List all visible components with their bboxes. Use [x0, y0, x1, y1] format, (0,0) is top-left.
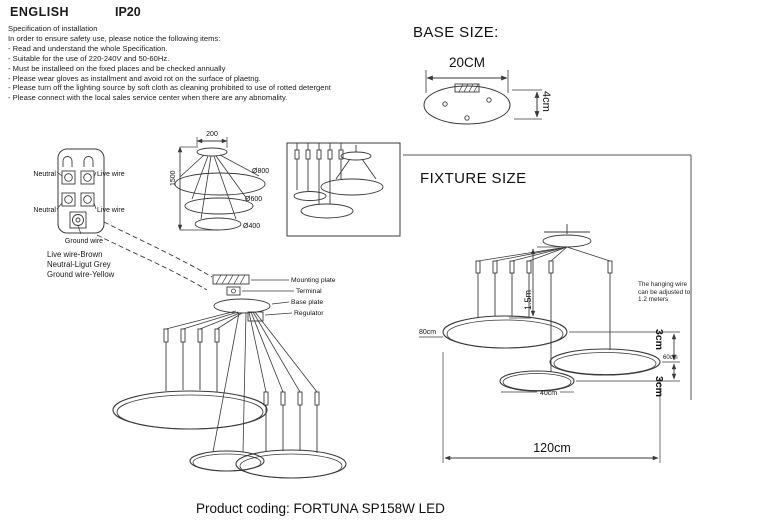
fixture-drawing-left: [112, 310, 347, 479]
hanging-wire-note: The hanging wire can be adjusted to 1.2 …: [638, 281, 691, 304]
spec-item: - Please connect with the local sales se…: [8, 93, 288, 103]
total-width-label: 120cm: [533, 441, 571, 455]
installation-spec: Specification of installation In order t…: [8, 24, 418, 103]
dashed-connection-lines: [96, 221, 213, 291]
legend-ground: Ground wire-Yellow: [47, 270, 115, 279]
drop-length-label: 1.5m: [523, 290, 533, 310]
wiring-neutral-top-label: Neutral: [33, 171, 56, 178]
spec-item: - Please turn off the lighting source by…: [8, 83, 331, 93]
ring-400-label: Ø400: [243, 223, 260, 230]
ring-800-label: Ø800: [252, 168, 269, 175]
ring-60-label: 60cm: [663, 355, 678, 361]
language-label: ENGLISH: [10, 5, 70, 19]
gap-bottom-label: 3cm: [653, 376, 665, 397]
spec-title: Specification of installation: [8, 24, 98, 33]
section-divider: [403, 154, 692, 400]
spec-item: - Must be installeed on the fixed places…: [8, 63, 226, 73]
wiring-ground-label: Ground wire: [65, 238, 103, 245]
legend-live-wire: Live wire-Brown: [47, 250, 103, 259]
fixture-size-diagram: [419, 224, 680, 463]
ring-40-label: 40cm: [540, 390, 557, 397]
product-coding: Product coding: FORTUNA SP158W LED: [196, 501, 445, 516]
drawing-labels: 20CM 4cm 200 1500 Ø800 Ø600 Ø400 Neutral…: [33, 55, 677, 455]
mounting-plate-label: Mounting plate: [291, 277, 336, 284]
spec-item: - Please wear gloves as installment and …: [8, 73, 261, 83]
ring-80-label: 80cm: [419, 329, 436, 336]
regulator-label: Regulator: [294, 310, 324, 317]
spec-item: - Suitable for the use of 220-240V and 5…: [8, 53, 170, 63]
base-plate-label: Base plate: [291, 299, 323, 306]
spec-item: - Read and understand the whole Specific…: [8, 43, 168, 53]
wiring-diagram: [56, 148, 105, 235]
wiring-neutral-bottom-label: Neutral: [33, 207, 56, 214]
canopy-width-label: 200: [206, 131, 218, 138]
thumbnail-box: [286, 142, 401, 237]
gap-top-label: 3cm: [653, 329, 665, 350]
wiring-live-top-label: Live wire: [97, 171, 125, 178]
terminal-label: Terminal: [296, 288, 322, 295]
wiring-live-bottom-label: Live wire: [97, 207, 125, 214]
spec-intro: In order to ensure safety use, please no…: [8, 33, 221, 43]
base-size-title: BASE SIZE:: [413, 24, 499, 41]
parts-detail: [212, 274, 294, 322]
legend-neutral: Neutral-Ligut Grey: [47, 260, 111, 269]
overview-drawing: [174, 137, 266, 231]
ip-rating-label: IP20: [115, 5, 141, 19]
base-diameter-label: 20CM: [449, 55, 485, 70]
ring-600-label: Ø600: [245, 196, 262, 203]
drop-height-label: 1500: [170, 170, 177, 186]
base-size-diagram: [423, 70, 542, 125]
fixture-size-title: FIXTURE SIZE: [420, 170, 527, 187]
wire-color-legend: Live wire-Brown Neutral-Ligut Grey Groun…: [47, 250, 114, 280]
base-height-label: 4cm: [540, 91, 552, 112]
